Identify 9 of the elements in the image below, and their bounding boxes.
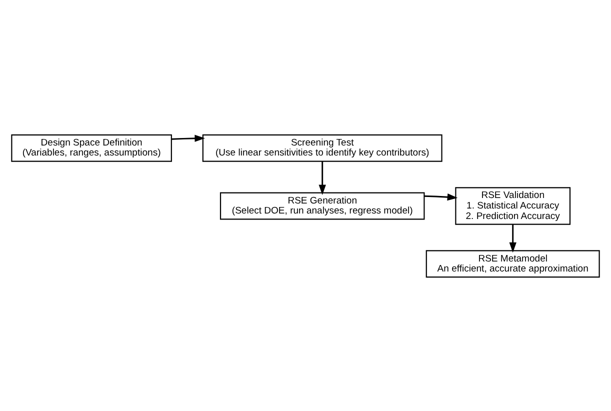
node-box: RSE Validation 1. Statistical Accuracy 2. Prediction Accuracy (455, 186, 571, 224)
arrow (318, 160, 326, 194)
node-box: RSE Metamodel An efficient, accurate approximation (426, 250, 600, 278)
node-box: Design Space Definition (Variables, ranges, assumptions) (11, 134, 172, 162)
arrow (424, 192, 458, 200)
arrow (172, 134, 205, 142)
arrow (509, 224, 516, 252)
node-box: Screening Test (Use linear sensitivities to identify key contributors) (202, 134, 442, 162)
node-box: RSE Generation (Select DOE, run analyses, regress model) (220, 192, 425, 220)
